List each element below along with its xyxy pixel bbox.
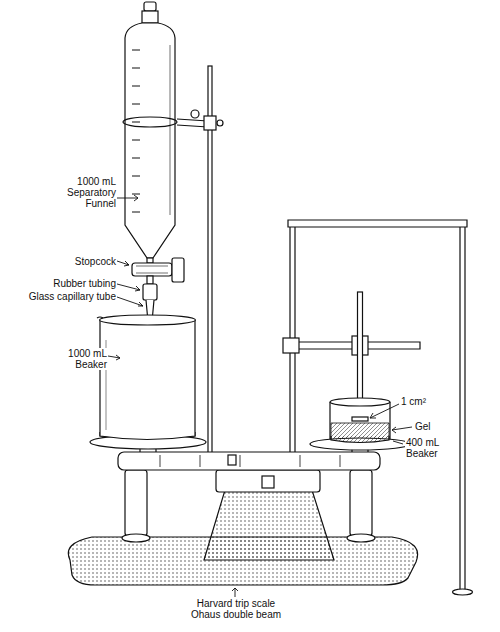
part-label: Stopcock — [45, 256, 117, 267]
clamp — [123, 110, 223, 130]
separatory-funnel — [125, 2, 184, 327]
leader-lines — [108, 195, 412, 597]
beaker-400 — [330, 398, 390, 443]
part-label: 400 mL Beaker — [405, 437, 449, 459]
stopcock — [132, 263, 172, 276]
dimension-label: 1 cm² — [400, 396, 442, 407]
beaker-1000 — [97, 315, 196, 440]
scale-label: Harvard trip scale Ohaus double beam — [180, 598, 292, 620]
part-label: 1000 mL Beaker — [50, 348, 108, 370]
part-label: 1000 mL Separatory Funnel — [55, 176, 117, 209]
part-label: Gel — [414, 421, 446, 432]
part-label: Rubber tubing — [35, 278, 117, 289]
part-label: Glass capillary tube — [5, 291, 117, 302]
rubber-tubing — [143, 284, 157, 300]
trip-scale — [68, 435, 417, 585]
